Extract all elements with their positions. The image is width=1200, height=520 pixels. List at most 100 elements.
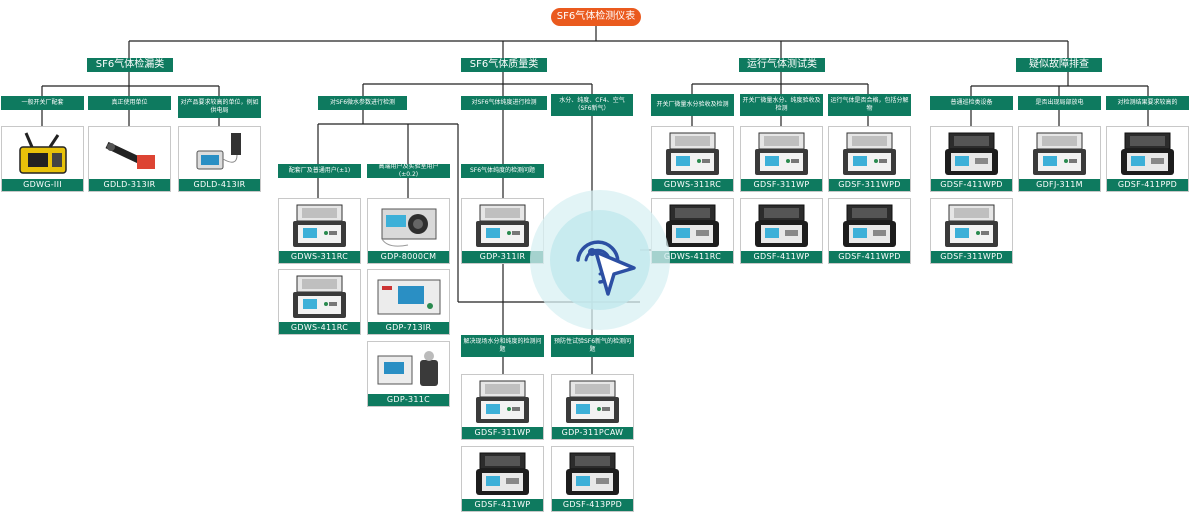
product-card[interactable]: GDSF-411WPD bbox=[828, 198, 911, 264]
product-card[interactable]: GDP-311PCAW bbox=[551, 374, 634, 440]
product-image bbox=[462, 447, 543, 499]
product-illustration bbox=[476, 452, 529, 495]
product-name: GDWG-III bbox=[2, 179, 83, 191]
product-illustration bbox=[476, 380, 529, 423]
product-image bbox=[931, 199, 1012, 251]
product-name: GDWS-311RC bbox=[279, 251, 360, 263]
label-preventive-test: 预防性试验SF6新气的检测问题 bbox=[551, 335, 634, 357]
product-illustration bbox=[666, 204, 719, 247]
product-image bbox=[279, 199, 360, 251]
label-high-accuracy: 对检测结果要求较高的 bbox=[1106, 96, 1189, 110]
product-card[interactable]: GDWG-III bbox=[1, 126, 84, 192]
product-name: GDSF-411PPD bbox=[1107, 179, 1188, 191]
product-illustration bbox=[945, 132, 998, 175]
label-switch-moisture-purity: 开关厂微量水分、纯度验收及检测 bbox=[740, 94, 823, 116]
product-card[interactable]: GDWS-311RC bbox=[651, 126, 734, 192]
product-card[interactable]: GDWS-411RC bbox=[278, 269, 361, 335]
label-new-gas: 水分、纯度、CF4、空气（SF6新气） bbox=[551, 94, 633, 116]
product-image bbox=[741, 199, 822, 251]
product-name: GDP-311IR bbox=[462, 251, 543, 263]
product-image bbox=[652, 199, 733, 251]
product-card[interactable]: GDSF-311WPD bbox=[930, 198, 1013, 264]
product-name: GDSF-311WP bbox=[462, 427, 543, 439]
product-illustration bbox=[293, 204, 346, 247]
product-name: GDWS-411RC bbox=[279, 322, 360, 334]
product-illustration bbox=[105, 141, 155, 169]
product-illustration bbox=[566, 452, 619, 495]
pointer-cursor-icon bbox=[530, 190, 670, 330]
root-title: SF6气体检测仪表 bbox=[551, 8, 641, 26]
product-image bbox=[1019, 127, 1100, 179]
product-illustration bbox=[293, 275, 346, 318]
product-card[interactable]: GDSF-411WPD bbox=[930, 126, 1013, 192]
product-name: GDSF-311WP bbox=[741, 179, 822, 191]
product-name: GDFJ-311M bbox=[1019, 179, 1100, 191]
product-image bbox=[1107, 127, 1188, 179]
product-illustration bbox=[377, 351, 438, 386]
label-routine-inspection: 普通巡检类设备 bbox=[930, 96, 1013, 110]
product-name: GDLD-313IR bbox=[89, 179, 170, 191]
product-card[interactable]: GDSF-411WP bbox=[740, 198, 823, 264]
product-image bbox=[89, 127, 170, 179]
product-image bbox=[552, 447, 633, 499]
product-card[interactable]: GDSF-411WP bbox=[461, 446, 544, 512]
product-image bbox=[2, 127, 83, 179]
label-purity-problem: SF6气体纯度的检测问题 bbox=[461, 164, 544, 178]
product-image bbox=[279, 270, 360, 322]
product-name: GDSF-411WP bbox=[741, 251, 822, 263]
product-illustration bbox=[476, 204, 529, 247]
product-card[interactable]: GDP-713IR bbox=[367, 269, 450, 335]
product-image bbox=[741, 127, 822, 179]
product-illustration bbox=[381, 208, 437, 247]
product-card[interactable]: GDSF-411PPD bbox=[1106, 126, 1189, 192]
product-card[interactable]: GDSF-311WPD bbox=[828, 126, 911, 192]
product-illustration bbox=[843, 204, 896, 247]
product-card[interactable]: GDLD-313IR bbox=[88, 126, 171, 192]
label-high-requirement: 对产品要求较高的单位，例如供电局 bbox=[178, 96, 261, 118]
product-illustration bbox=[196, 133, 241, 170]
product-name: GDP-311PCAW bbox=[552, 427, 633, 439]
product-image bbox=[368, 342, 449, 394]
label-gas-qualified: 运行气体是否合格，包括分解物 bbox=[828, 94, 911, 116]
product-name: GDSF-411WP bbox=[462, 499, 543, 511]
label-switch-factory: 一般开关厂配套 bbox=[1, 96, 84, 110]
category-gas-quality: SF6气体质量类 bbox=[461, 58, 547, 72]
product-card[interactable]: GDP-311IR bbox=[461, 198, 544, 264]
product-image bbox=[368, 199, 449, 251]
product-illustration bbox=[666, 132, 719, 175]
product-illustration bbox=[1121, 132, 1174, 175]
product-image bbox=[179, 127, 260, 179]
product-name: GDSF-413PPD bbox=[552, 499, 633, 511]
product-card[interactable]: GDSF-413PPD bbox=[551, 446, 634, 512]
product-card[interactable]: GDLD-413IR bbox=[178, 126, 261, 192]
label-lab-users: 高端用户及实验室用户(±0.2) bbox=[367, 164, 450, 178]
product-card[interactable]: GDSF-311WP bbox=[740, 126, 823, 192]
category-fault-troubleshooting: 疑似故障排查 bbox=[1016, 58, 1102, 72]
product-illustration bbox=[19, 132, 67, 174]
product-image bbox=[462, 375, 543, 427]
product-illustration bbox=[377, 279, 441, 315]
label-switch-moisture: 开关厂微量水分验收及检测 bbox=[651, 94, 734, 116]
product-illustration bbox=[566, 380, 619, 423]
category-running-gas-test: 运行气体测试类 bbox=[739, 58, 825, 72]
label-partial-discharge: 是否出现局部放电 bbox=[1018, 96, 1101, 110]
product-card[interactable]: GDWS-411RC bbox=[651, 198, 734, 264]
product-name: GDSF-411WPD bbox=[931, 179, 1012, 191]
product-card[interactable]: GDSF-311WP bbox=[461, 374, 544, 440]
product-name: GDSF-411WPD bbox=[829, 251, 910, 263]
product-name: GDP-8000CM bbox=[368, 251, 449, 263]
product-illustration bbox=[755, 204, 808, 247]
category-leak-detection: SF6气体检漏类 bbox=[87, 58, 173, 72]
product-illustration bbox=[1033, 132, 1086, 175]
product-name: GDWS-411RC bbox=[652, 251, 733, 263]
product-illustration bbox=[843, 132, 896, 175]
product-card[interactable]: GDP-311C bbox=[367, 341, 450, 407]
label-end-user: 真正使用单位 bbox=[88, 96, 171, 110]
label-general-users: 配套厂及普通用户(±1) bbox=[278, 164, 361, 178]
product-image bbox=[368, 270, 449, 322]
product-card[interactable]: GDP-8000CM bbox=[367, 198, 450, 264]
product-card[interactable]: GDWS-311RC bbox=[278, 198, 361, 264]
product-image bbox=[462, 199, 543, 251]
product-card[interactable]: GDFJ-311M bbox=[1018, 126, 1101, 192]
product-name: GDP-311C bbox=[368, 394, 449, 406]
